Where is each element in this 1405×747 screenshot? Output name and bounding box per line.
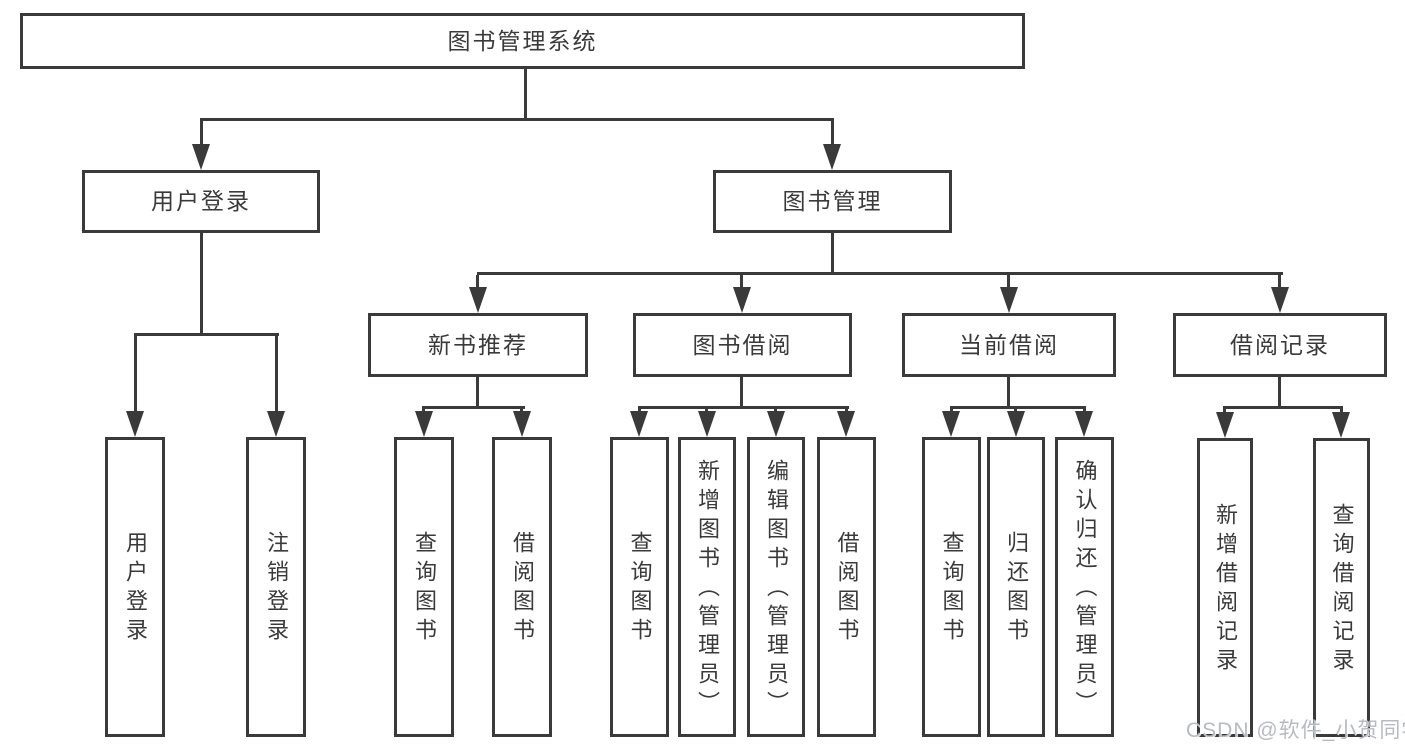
leaf-query-books-current: 查询图书 [922, 437, 981, 737]
leaf-add-borrow-record: 新增借阅记录 [1197, 438, 1253, 737]
node-new-book-recommend: 新书推荐 [368, 313, 588, 377]
edge-drop-user-login [200, 121, 203, 146]
arrow-down-icon [767, 411, 785, 437]
edge-drop-borrow-records [1278, 275, 1281, 289]
arrow-down-icon [1332, 412, 1350, 438]
arrow-down-icon [1271, 287, 1289, 313]
edge-current-borrow-rail [950, 406, 1086, 409]
edge-new-book-trunk [476, 377, 479, 406]
watermark: CSDN @软件_小贺同学 [1186, 719, 1405, 742]
leaf-query-borrow-record: 查询借阅记录 [1313, 438, 1370, 737]
edge-book-management-rail [477, 272, 1283, 275]
edge-user-login-trunk [200, 233, 203, 333]
edge-borrow-records-rail [1223, 406, 1343, 409]
edge-drop-leaf [275, 336, 278, 413]
arrow-down-icon [126, 411, 144, 437]
leaf-logout: 注销登录 [246, 437, 306, 737]
edge-drop-leaf [134, 336, 137, 413]
edge-new-book-rail [422, 406, 525, 409]
leaf-borrow-books-newbook: 借阅图书 [492, 437, 552, 737]
leaf-query-books-newbook: 查询图书 [394, 437, 454, 737]
leaf-add-books-admin: 新增图书（管理员） [678, 437, 736, 737]
node-book-management: 图书管理 [713, 170, 952, 233]
edge-drop-current-borrow [1007, 275, 1010, 289]
edge-borrow-records-trunk [1278, 377, 1281, 406]
arrow-down-icon [469, 287, 487, 313]
arrow-down-icon [1216, 412, 1234, 438]
edge-current-borrow-trunk [1007, 377, 1010, 406]
arrow-down-icon [192, 144, 210, 170]
edge-drop-leaf [1223, 409, 1226, 414]
edge-book-management-trunk [831, 233, 834, 272]
node-current-borrow: 当前借阅 [902, 313, 1116, 377]
edge-drop-book-management [831, 121, 834, 146]
node-root: 图书管理系统 [20, 13, 1025, 69]
edge-root-trunk [524, 69, 527, 118]
arrow-down-icon [1000, 287, 1018, 313]
arrow-down-icon [837, 411, 855, 437]
leaf-edit-books-admin: 编辑图书（管理员） [747, 437, 805, 737]
edge-drop-leaf [1340, 409, 1343, 414]
arrow-down-icon [513, 411, 531, 437]
edge-drop-new-book [476, 275, 479, 289]
edge-root-rail [200, 118, 834, 121]
leaf-user-login: 用户登录 [105, 437, 165, 737]
leaf-confirm-return-admin: 确认归还（管理员） [1055, 437, 1114, 737]
arrow-down-icon [415, 411, 433, 437]
arrow-down-icon [1007, 411, 1025, 437]
arrow-down-icon [630, 411, 648, 437]
leaf-return-books: 归还图书 [987, 437, 1045, 737]
edge-book-borrow-rail [638, 406, 849, 409]
arrow-down-icon [733, 287, 751, 313]
arrow-down-icon [1075, 411, 1093, 437]
node-borrow-records: 借阅记录 [1173, 313, 1387, 377]
leaf-borrow-books: 借阅图书 [817, 437, 876, 737]
arrow-down-icon [267, 411, 285, 437]
node-user-login: 用户登录 [82, 170, 320, 233]
arrow-down-icon [823, 144, 841, 170]
edge-user-login-rail [134, 333, 279, 336]
arrow-down-icon [942, 411, 960, 437]
edge-book-borrow-trunk [740, 377, 743, 406]
leaf-query-books-borrow: 查询图书 [610, 437, 669, 737]
node-book-borrow: 图书借阅 [633, 313, 852, 377]
edge-drop-book-borrow [740, 275, 743, 289]
arrow-down-icon [698, 411, 716, 437]
